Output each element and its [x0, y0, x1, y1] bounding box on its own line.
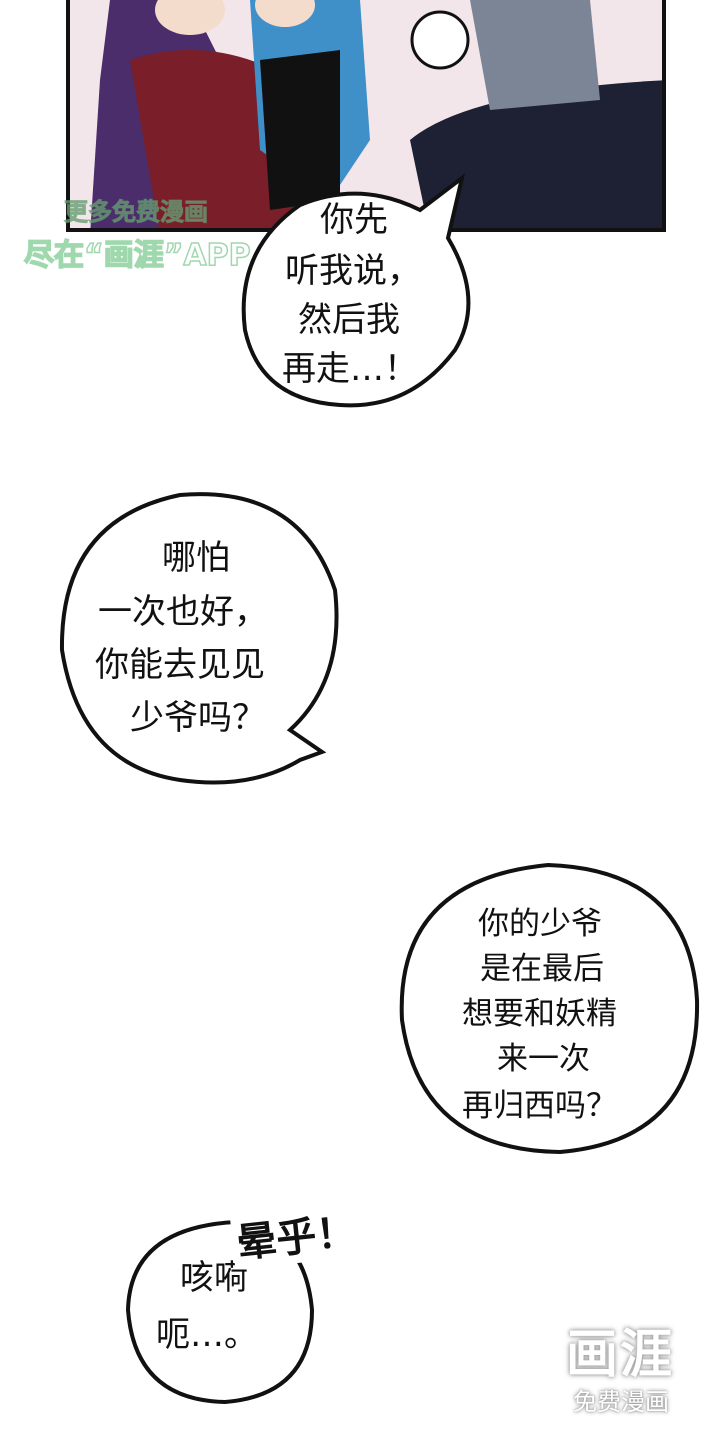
bubble-3-line-2: 是在最后 [480, 951, 604, 987]
bubble-1-line-2: 听我说， [285, 251, 421, 291]
bubble-2-line-2: 一次也好， [98, 592, 268, 632]
watermark-line1: 更多免费漫画 [64, 198, 209, 227]
bubble-2-line-4: 少爷吗？ [130, 698, 266, 738]
watermark-logo-subtitle: 免费漫画 [573, 1388, 669, 1416]
comic-panel-top [66, 0, 666, 232]
bubble-1-shape [241, 173, 471, 408]
bubble-4-shape [125, 1219, 315, 1405]
bubble-2-line-3: 你能去见见 [95, 645, 265, 685]
bubble-1-line-4: 再走…！ [282, 349, 418, 389]
bubble-4-line-2: 呃…。 [156, 1315, 258, 1355]
bubble-2-shape [59, 492, 339, 785]
watermark-line2: 尽在“画涯”APP [23, 237, 251, 274]
bubble-3-line-5: 再归西吗？ [462, 1088, 617, 1124]
bubble-1-line-3: 然后我 [298, 300, 400, 340]
bubble-2-line-1: 哪怕 [162, 538, 230, 578]
bubble-3-line-1: 你的少爷 [478, 906, 602, 942]
bubble-3-shape [399, 862, 700, 1155]
watermark-logo-title: 画涯 [566, 1325, 675, 1385]
bubble-1-line-1: 你先 [320, 200, 388, 240]
bubble-3-line-4: 来一次 [497, 1041, 590, 1077]
panel-artwork [70, 0, 662, 228]
bubble-3-line-3: 想要和妖精 [462, 996, 617, 1032]
